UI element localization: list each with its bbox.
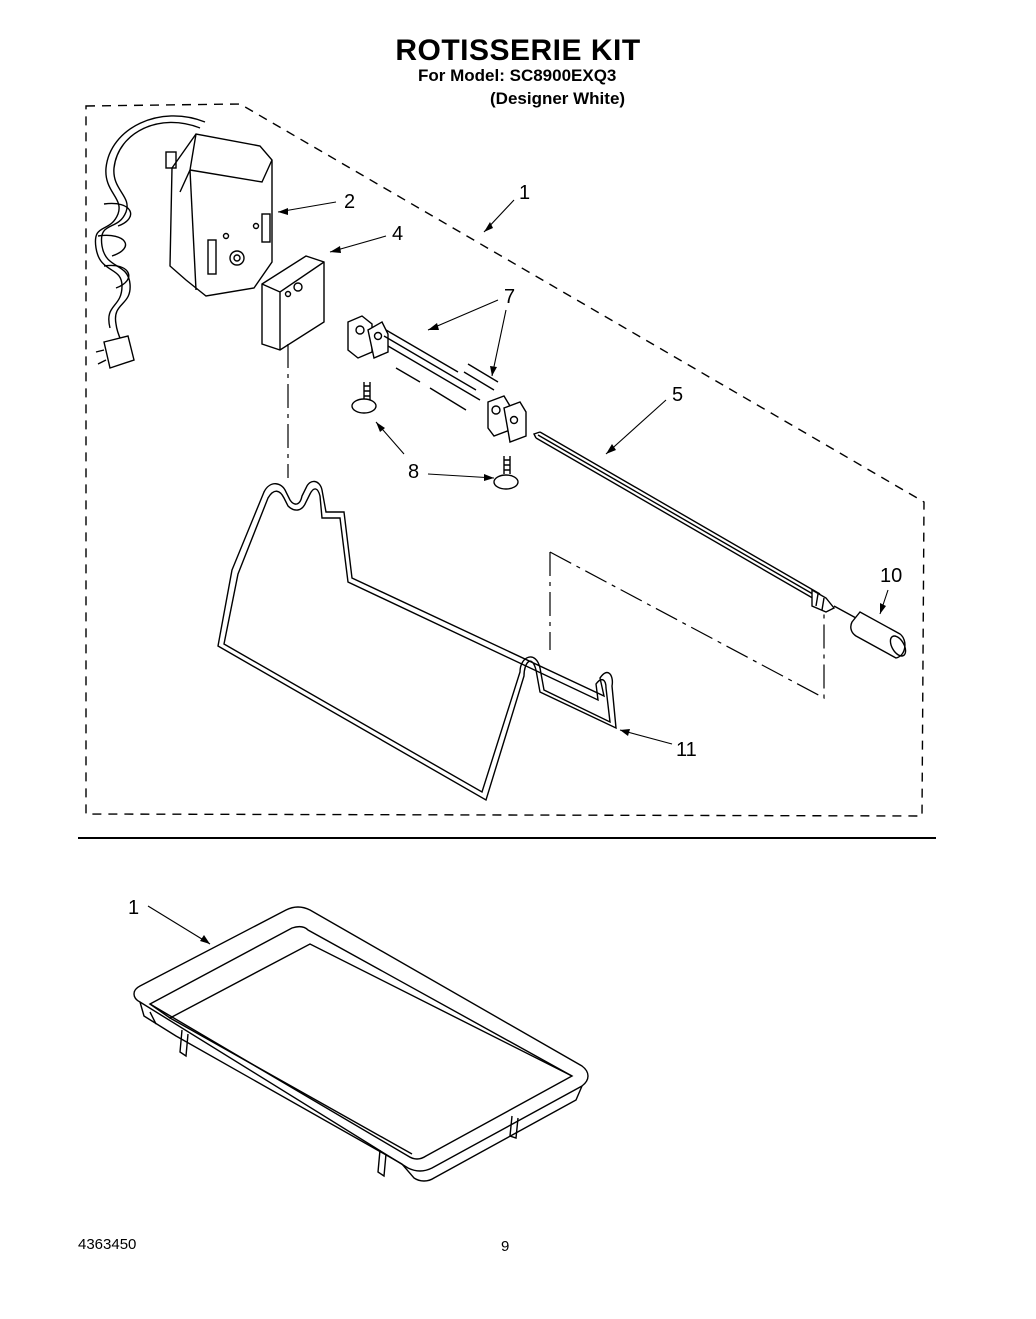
power-cord (94, 115, 206, 369)
callout-bracket: 4 (392, 223, 403, 245)
callout-rack: 11 (676, 739, 697, 761)
callout-motor: 2 (344, 191, 355, 213)
leader-lines (147, 199, 889, 945)
handle-part (833, 605, 907, 659)
alignment-line-right (549, 551, 825, 699)
callout-pan: 1 (128, 897, 139, 919)
callout-kit: 1 (519, 182, 530, 204)
callout-handle: 10 (880, 565, 902, 587)
thumb-screw-upper (351, 382, 377, 414)
thumb-screw-lower (493, 456, 519, 490)
callout-spit: 5 (672, 384, 683, 406)
drip-pan-part (133, 906, 589, 1182)
document-part-number: 4363450 (78, 1236, 137, 1253)
page-title: ROTISSERIE KIT (395, 34, 641, 67)
callout-screws: 8 (408, 461, 419, 483)
model-variant: (Designer White) (490, 89, 626, 108)
spit-forks-part (347, 315, 527, 443)
spit-rod-part (533, 431, 836, 613)
motor-part (165, 133, 273, 297)
callout-forks: 7 (504, 286, 515, 308)
kit-boundary (85, 103, 925, 817)
page-number: 9 (501, 1238, 510, 1255)
leader-arrowheads (200, 208, 886, 944)
wire-rack-part (217, 480, 617, 802)
bracket-part (261, 255, 325, 351)
model-number: For Model: SC8900EXQ3 (418, 66, 617, 85)
